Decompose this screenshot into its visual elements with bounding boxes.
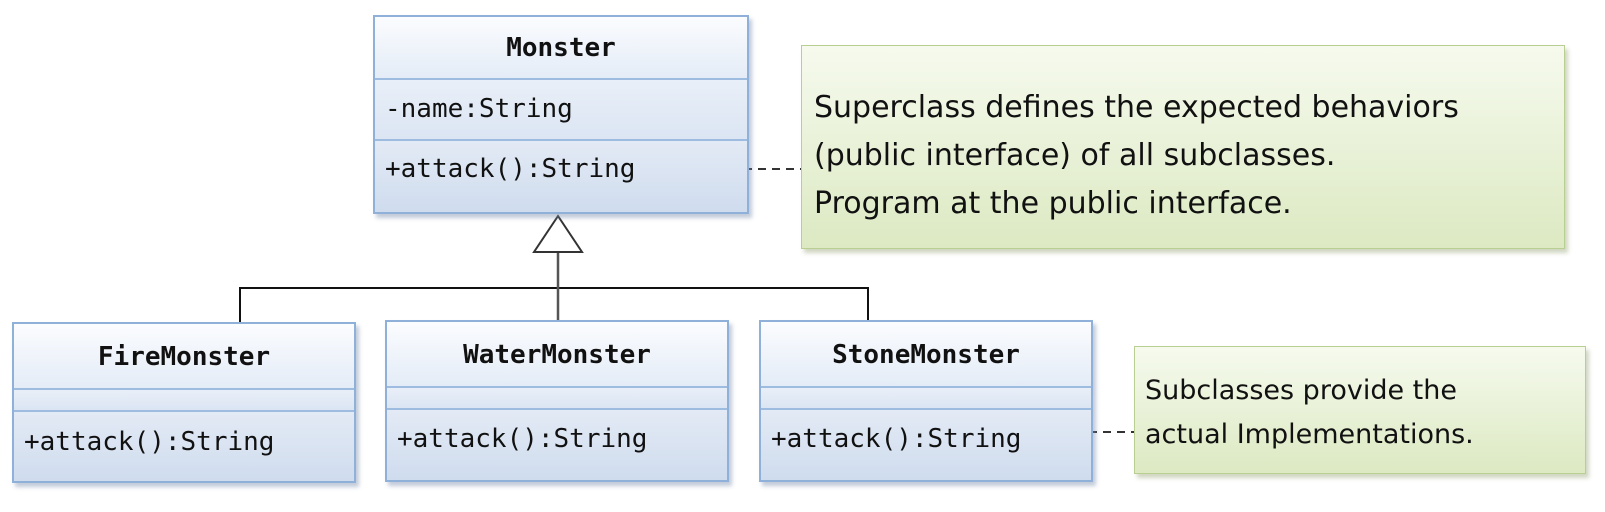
operation-attack-monster: +attack():String bbox=[375, 141, 747, 212]
class-stonemonster[interactable]: StoneMonster +attack():String bbox=[759, 320, 1093, 482]
attribute-name: -name:String bbox=[375, 80, 747, 141]
class-firemonster[interactable]: FireMonster +attack():String bbox=[12, 322, 356, 483]
note-superclass-line-1: Superclass defines the expected behavior… bbox=[814, 90, 1459, 125]
operation-attack-watermonster: +attack():String bbox=[387, 410, 727, 480]
note-superclass[interactable]: Superclass defines the expected behavior… bbox=[801, 45, 1565, 249]
generalization-arrowhead bbox=[532, 214, 584, 253]
operation-attack-firemonster: +attack():String bbox=[14, 412, 354, 481]
class-name-stonemonster: StoneMonster bbox=[761, 322, 1091, 388]
inheritance-branch-fire bbox=[239, 287, 869, 322]
note-superclass-line-3: Program at the public interface. bbox=[814, 186, 1292, 221]
class-name-monster: Monster bbox=[375, 17, 747, 80]
note-subclass-line-2: actual Implementations. bbox=[1145, 419, 1474, 450]
class-name-firemonster: FireMonster bbox=[14, 324, 354, 390]
attribute-compartment-firemonster bbox=[14, 390, 354, 412]
note-subclass[interactable]: Subclasses provide the actual Implementa… bbox=[1134, 346, 1586, 474]
class-monster[interactable]: Monster -name:String +attack():String bbox=[373, 15, 749, 214]
attribute-compartment-watermonster bbox=[387, 388, 727, 410]
class-name-watermonster: WaterMonster bbox=[387, 322, 727, 388]
attribute-compartment-stonemonster bbox=[761, 388, 1091, 410]
note-subclass-line-1: Subclasses provide the bbox=[1145, 375, 1457, 406]
operation-attack-stonemonster: +attack():String bbox=[761, 410, 1091, 480]
note-superclass-line-2: (public interface) of all subclasses. bbox=[814, 138, 1336, 173]
class-watermonster[interactable]: WaterMonster +attack():String bbox=[385, 320, 729, 482]
